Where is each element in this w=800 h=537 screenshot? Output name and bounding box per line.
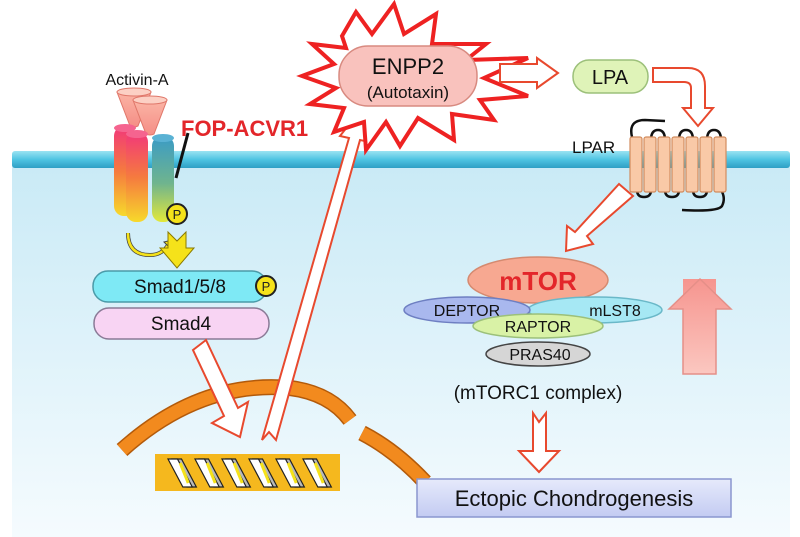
svg-text:Smad1/5/8: Smad1/5/8 [134,277,226,298]
lpar-transmembrane-helix [629,136,643,193]
pras40-node [485,341,591,367]
lpar-transmembrane-helix [713,136,727,193]
svg-text:ENPP2: ENPP2 [372,54,444,79]
svg-text:P: P [173,207,182,222]
lpar-receptor-icon [629,118,727,212]
arrow-mtor-to-outcome [516,409,562,474]
cell-membrane [12,151,790,168]
svg-text:mTOR: mTOR [499,266,577,296]
lpar-label: LPAR [572,138,615,157]
svg-text:P: P [262,279,271,294]
svg-text:RAPTOR: RAPTOR [505,319,571,336]
svg-text:Smad4: Smad4 [151,314,212,335]
lpar-transmembrane-helix [643,136,657,193]
dna-base-pair [205,462,217,484]
arrow-lpa-to-lpar [652,67,716,128]
dna-base-pair [313,462,325,484]
enpp2-starburst: ENPP2 (Autotaxin) [296,0,529,156]
svg-text:Ectopic Chondrogenesis: Ectopic Chondrogenesis [455,486,693,511]
lpar-transmembrane-helix [671,136,685,193]
fop-pointer-line [174,132,190,179]
svg-text:DEPTOR: DEPTOR [434,303,500,320]
svg-text:LPA: LPA [592,67,629,89]
phospho-smad-icon: P [255,275,277,297]
dna-base-pair [286,462,298,484]
arrow-enpp2-to-lpa [499,56,560,90]
cytoplasm-region [12,160,790,537]
mtorc1-complex: mTOR mLST8 DEPTOR RAPTOR PRAS40 (mTORC1 … [403,256,663,404]
arrow-smad-to-nucleus [191,338,250,439]
upregulation-arrow-outline [667,277,733,375]
smad158-pill: Smad1/5/8 [92,270,268,303]
dna-base-pair [178,462,190,484]
lpa-pill: LPA [572,59,649,94]
activin-ligand-icon [116,87,168,136]
svg-text:mLST8: mLST8 [589,303,641,320]
activin-label: Activin-A [105,72,168,89]
acvr1-receptor-icon [114,124,174,222]
phospho-receptor-icon: P [166,203,188,225]
lpar-transmembrane-helix [657,136,671,193]
svg-text:(Autotaxin): (Autotaxin) [367,83,449,102]
yellow-down-arrow-icon [158,230,196,269]
dna-base-pair [259,462,271,484]
arrow-lpar-to-mtor [564,182,635,253]
complex-caption: (mTORC1 complex) [454,383,623,404]
outcome-box: Ectopic Chondrogenesis [416,478,732,518]
nuclear-envelope [116,379,431,488]
dna-icon [155,454,340,491]
lpar-transmembrane-helix [699,136,713,193]
dna-base-pair [232,462,244,484]
smad4-pill: Smad4 [93,307,270,340]
svg-text:PRAS40: PRAS40 [509,347,570,364]
fop-acvr1-label: FOP-ACVR1 [181,116,308,141]
lpar-transmembrane-helix [685,136,699,193]
raptor-node [472,313,604,339]
